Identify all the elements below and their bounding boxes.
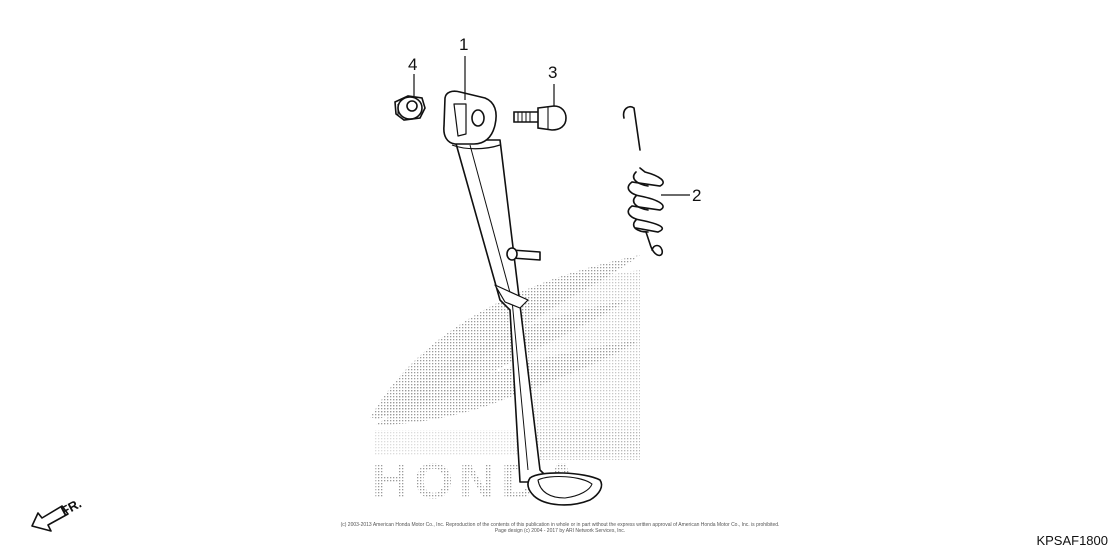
callout-3: 3 [548,63,557,106]
front-direction-indicator: FR. [31,496,84,532]
pivot-bolt-part-3[interactable] [513,105,567,131]
callout-number-1: 1 [459,35,468,54]
callout-2: 2 [661,186,701,205]
copyright-notice: (c) 2003-2013 American Honda Motor Co., … [290,522,830,534]
honda-wing-watermark [370,255,640,460]
arrow-down-left-icon [31,505,69,532]
callout-number-3: 3 [548,63,557,82]
copyright-line-2: Page design (c) 2004 - 2017 by ARI Netwo… [494,528,626,534]
copyright-line-1: (c) 2003-2013 American Honda Motor Co., … [340,522,780,528]
callout-number-4: 4 [408,55,417,74]
side-stand-part-1[interactable] [443,90,603,506]
flange-nut-part-4[interactable] [394,95,426,121]
diagram-code: KPSAF1800 [1036,533,1108,548]
callout-1: 1 [459,35,468,100]
callout-number-2: 2 [692,186,701,205]
stand-spring-part-2[interactable] [622,105,664,257]
callout-4: 4 [408,55,417,96]
